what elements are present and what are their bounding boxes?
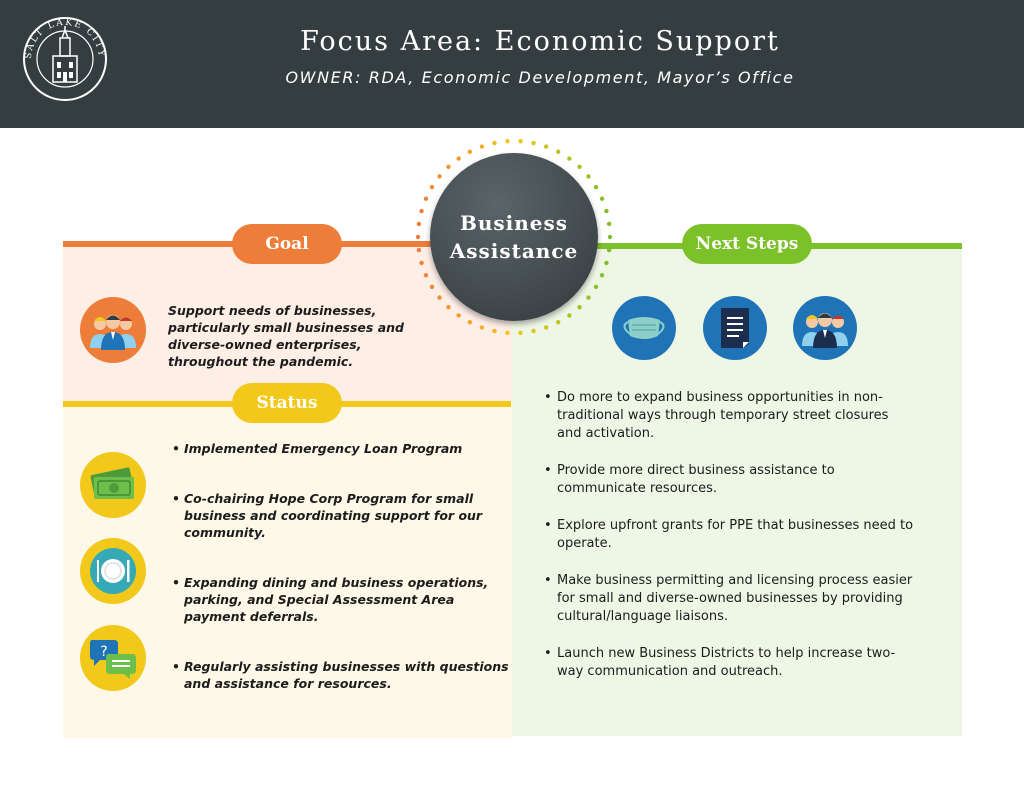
chat-bubbles-icon: ? (80, 625, 146, 691)
status-item: Implemented Emergency Loan Program (172, 440, 514, 457)
status-item: Expanding dining and business operations… (172, 574, 514, 625)
ring-dot (567, 156, 572, 161)
ring-dot (577, 304, 582, 310)
ring-dot (555, 320, 561, 325)
goal-label: Goal (232, 224, 342, 264)
ring-dot (429, 184, 435, 190)
dotted-ring (415, 139, 613, 335)
ring-dot (586, 174, 591, 179)
ring-dot (518, 330, 523, 335)
ring-dot (492, 328, 497, 334)
ring-dot (593, 284, 599, 290)
ring-dot (456, 156, 461, 161)
center-title-line1: Business (459, 211, 569, 235)
ring-dot (577, 164, 582, 170)
ring-dot (415, 234, 421, 240)
ring-dot (505, 139, 510, 144)
page-subtitle: OWNER: RDA, Economic Development, Mayor’… (285, 68, 795, 87)
ring-dot (467, 149, 473, 154)
people-icon (793, 296, 857, 360)
ring-dot (599, 273, 605, 278)
ring-dot (456, 313, 461, 318)
ring-dot (604, 208, 609, 214)
ring-dot (531, 140, 536, 146)
ring-dot (607, 234, 613, 240)
ring-dot (543, 325, 549, 330)
center-title-line2: Assistance (449, 239, 579, 263)
next-step-item: Do more to expand business opportunities… (544, 389, 917, 443)
ring-dot (599, 196, 605, 201)
goal-text: Support needs of businesses, particularl… (168, 303, 404, 369)
ring-dot (423, 273, 429, 278)
ring-dot (446, 304, 451, 310)
ring-dot (555, 149, 561, 154)
ring-dot (423, 196, 429, 201)
ring-dot (567, 313, 572, 318)
ring-dot (518, 139, 523, 144)
ring-dot (543, 144, 549, 149)
ring-dot (531, 328, 536, 334)
status-item: Co-chairing Hope Corp Program for small … (172, 490, 514, 541)
page-title: Focus Area: Economic Support (300, 26, 780, 57)
face-mask-icon (612, 296, 676, 360)
ring-dot (606, 221, 612, 227)
header-bar: SALT LAKE CITY Focus Area: Economic Supp… (0, 0, 1024, 128)
status-label: Status (232, 383, 342, 423)
center-badge: Business Assistance (430, 153, 598, 321)
next-step-item: Make business permitting and licensing p… (544, 572, 917, 626)
next-steps-label: Next Steps (682, 224, 812, 264)
city-seal-icon: SALT LAKE CITY (23, 17, 107, 101)
ring-dot (604, 260, 609, 266)
ring-dot (479, 144, 485, 149)
ring-dot (437, 174, 442, 179)
next-step-item: Explore upfront grants for PPE that busi… (544, 517, 917, 553)
ring-dot (606, 247, 612, 253)
ring-dot (419, 208, 424, 214)
money-icon (80, 452, 146, 518)
svg-text:?: ? (100, 644, 107, 660)
ring-dot (429, 284, 435, 290)
ring-dot (446, 164, 451, 170)
status-item: Regularly assisting businesses with ques… (172, 658, 514, 692)
dining-plate-icon (80, 538, 146, 604)
next-step-item: Provide more direct business assistance … (544, 462, 917, 498)
document-icon (703, 296, 767, 360)
ring-dot (437, 295, 442, 300)
ring-dot (416, 221, 422, 227)
ring-dot (505, 330, 510, 335)
ring-dot (492, 140, 497, 146)
ring-dot (593, 184, 599, 190)
ring-dot (467, 320, 473, 325)
ring-dot (416, 247, 422, 253)
next-step-item: Launch new Business Districts to help in… (544, 645, 917, 681)
ring-dot (479, 325, 485, 330)
ring-dot (586, 295, 591, 300)
people-icon (80, 297, 146, 363)
ring-dot (419, 260, 424, 266)
